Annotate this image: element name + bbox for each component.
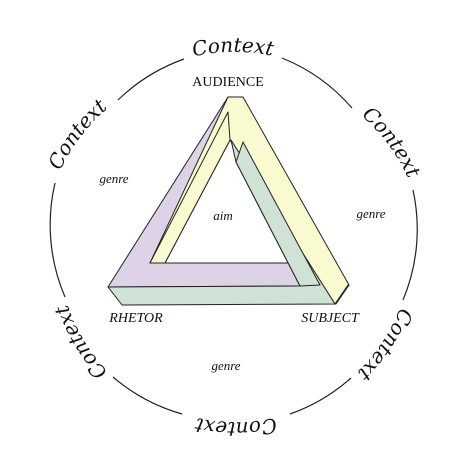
center-label-aim: aim (213, 208, 233, 223)
genre-label-left: genre (99, 171, 128, 186)
context-label-lower-right: Context (352, 305, 418, 387)
context-label-upper-right: Context (358, 102, 426, 182)
genre-label-bottom: genre (211, 358, 240, 373)
context-label-bottom: Context (192, 413, 279, 441)
penrose-triangle (107, 96, 350, 306)
vertex-label-rhetor: RHETOR (108, 311, 163, 326)
context-label-lower-left: Context (49, 301, 112, 384)
vertex-label-audience: AUDIENCE (192, 75, 264, 90)
context-label-top: Context (190, 33, 277, 62)
genre-label-right: genre (356, 206, 385, 221)
inner-sage-strip (235, 141, 321, 287)
inner-cream-strip (149, 111, 231, 264)
context-circle (49, 57, 418, 415)
vertex-label-subject: SUBJECT (301, 311, 360, 326)
context-label-upper-left: Context (43, 93, 112, 173)
